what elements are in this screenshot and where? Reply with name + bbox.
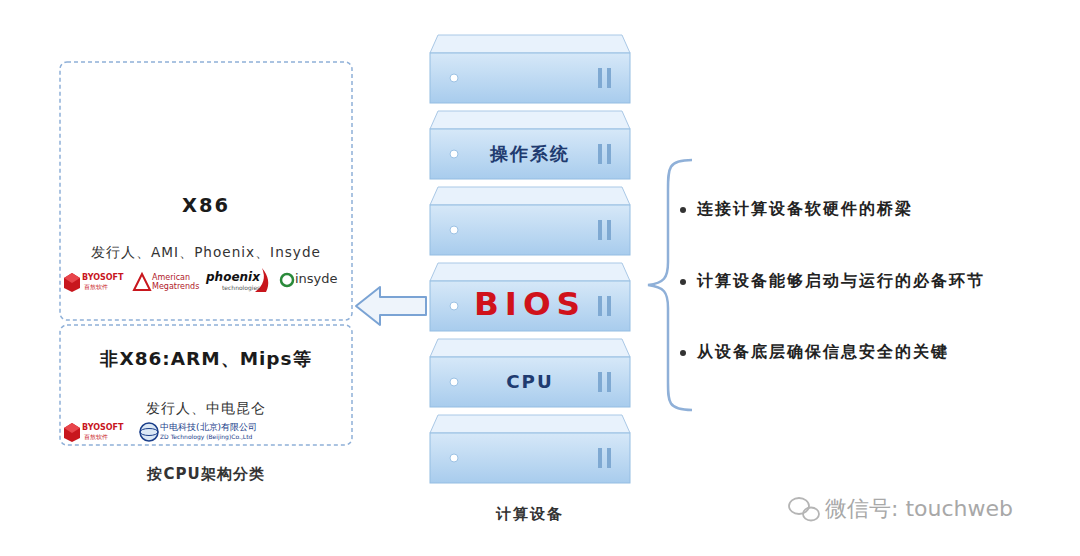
caption-text: 计算设备 (496, 506, 564, 523)
box-heading: 非X86:ARM、Mips等 (60, 349, 352, 369)
server-slab: BIOS (430, 281, 630, 331)
server-slab: CPU (430, 357, 630, 407)
logo-text: insyde (295, 272, 338, 286)
dashed-frame (60, 325, 352, 445)
logo-text: BYOSOFT (82, 274, 123, 283)
box-body: 发行人、中电昆仑 (60, 401, 352, 416)
watermark: 微信号: touchweb (825, 497, 1013, 521)
logo-text: 百敖软件 (84, 284, 108, 291)
logo-text: American (152, 274, 190, 283)
wechat-icon (789, 498, 819, 521)
box-heading: BIOS (430, 287, 630, 323)
bullet-text: 计算设备能够启动与运行的必备环节 (697, 272, 985, 290)
logo-text: Megatrends (152, 283, 199, 292)
logo-text: phoenix (206, 271, 260, 284)
server-slab: 操作系统 (430, 129, 630, 179)
bullet-text: 连接计算设备软硬件的桥梁 (697, 200, 913, 218)
server-stack (430, 35, 630, 483)
box-heading: CPU (430, 372, 630, 392)
logo-text: BYOSOFT (82, 424, 123, 433)
dashed-frame (60, 62, 352, 320)
logo-text: ZD Technology (Beijing)Co.,Ltd (160, 434, 252, 441)
box-body: 发行人、AMI、Phoenix、Insyde (60, 245, 352, 260)
bullet-dots (680, 207, 686, 356)
box-heading: 操作系统 (430, 144, 630, 164)
logo-text: technologies (222, 285, 260, 292)
logo-text: 中电科技(北京)有限公司 (160, 423, 257, 433)
logo-text: 百敖软件 (84, 434, 108, 441)
block-arrow (356, 287, 426, 325)
bullet-text: 从设备底层确保信息安全的关键 (697, 343, 949, 361)
caption-text: 按CPU架构分类 (147, 466, 264, 483)
box-heading: X86 (60, 195, 352, 216)
brace (648, 160, 692, 410)
